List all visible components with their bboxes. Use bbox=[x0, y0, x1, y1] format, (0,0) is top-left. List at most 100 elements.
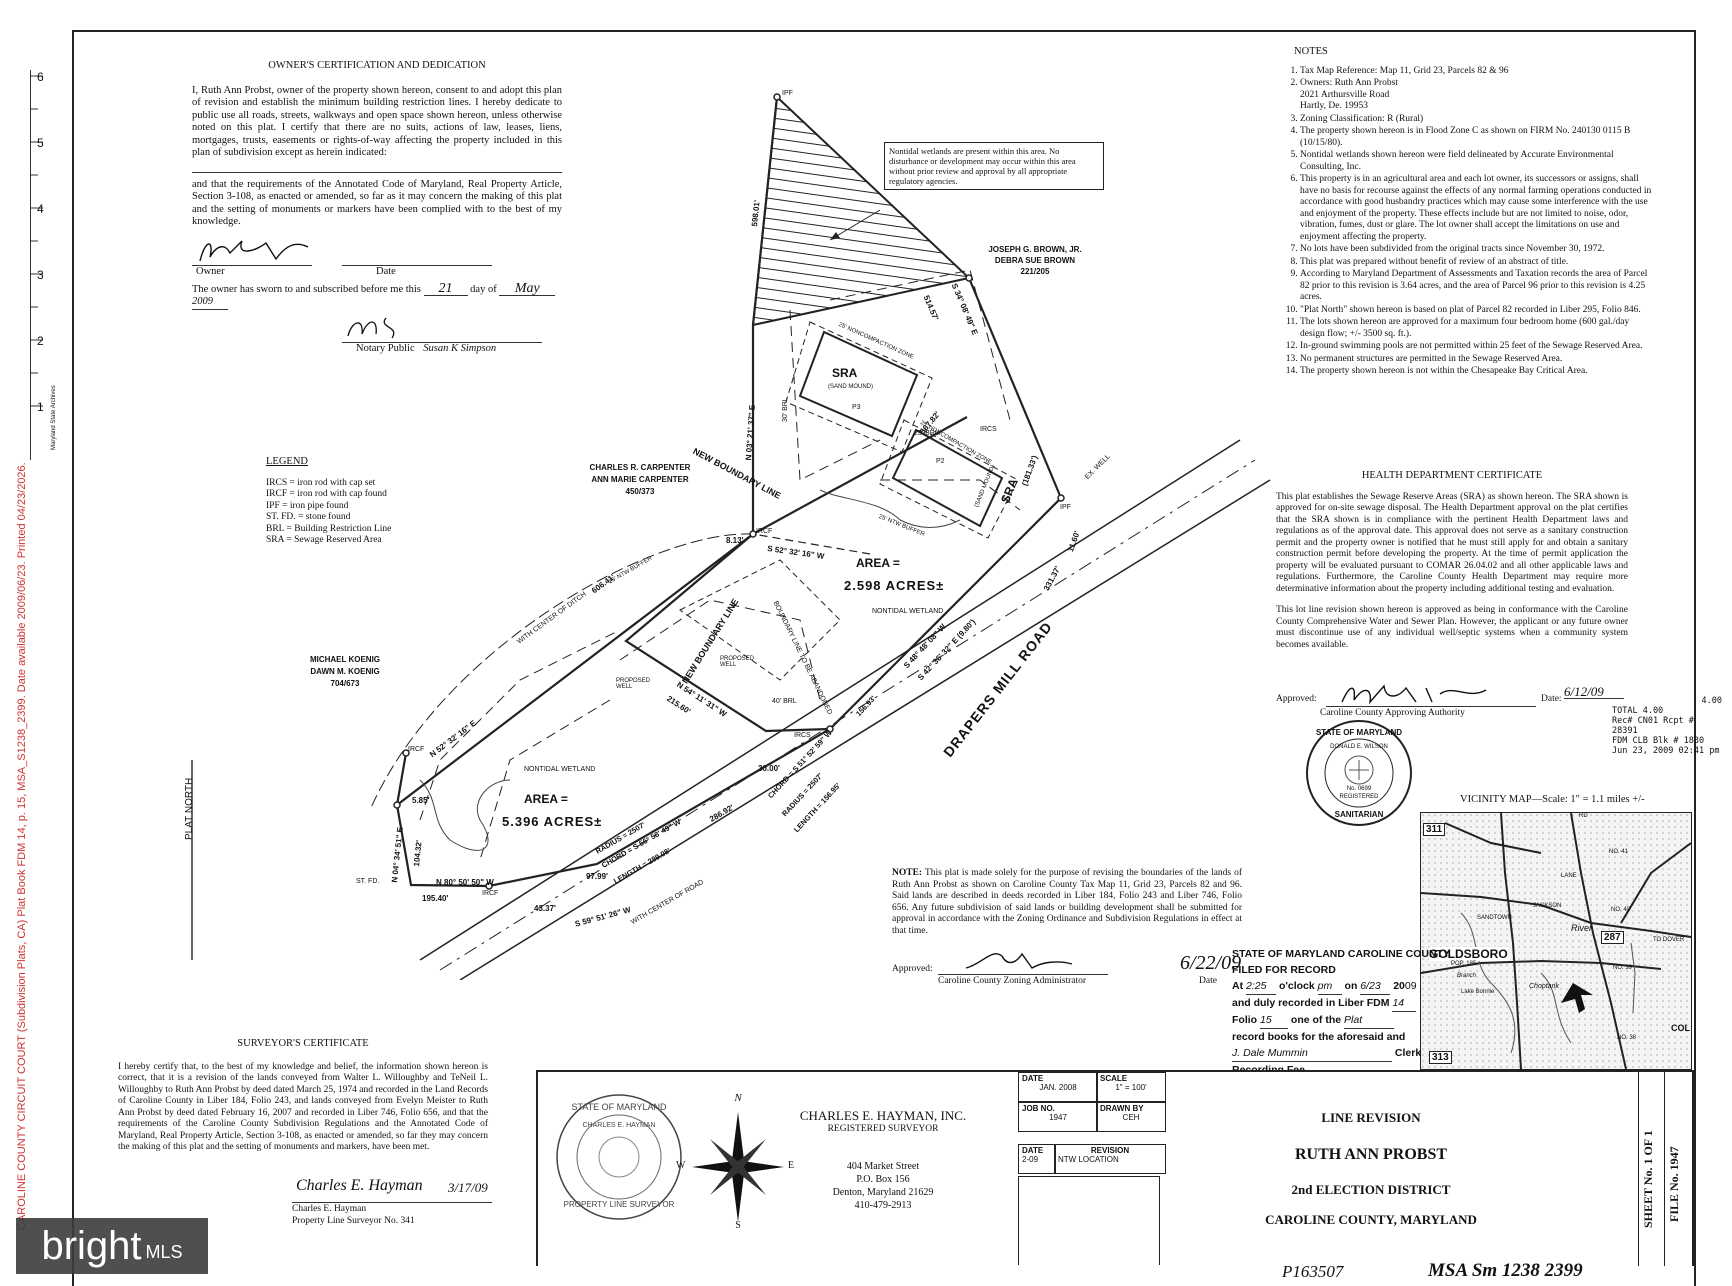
bearing: 8.13' bbox=[726, 536, 744, 545]
owner-cert-title: OWNER'S CERTIFICATION AND DEDICATION bbox=[268, 60, 486, 71]
compass-s: S bbox=[735, 1220, 741, 1231]
wetland-note: Nontidal wetlands are present within thi… bbox=[884, 142, 1104, 190]
legend-item: IPF = iron pipe found bbox=[266, 500, 349, 511]
ruler-mark: 4 bbox=[37, 202, 44, 216]
seal-mid: CHARLES E. HAYMAN bbox=[582, 1122, 656, 1129]
owner-line: ANN MARIE CARPENTER bbox=[591, 475, 689, 484]
rec-line2: FILED FOR RECORD bbox=[1232, 964, 1336, 976]
health-cert-title: HEALTH DEPARTMENT CERTIFICATE bbox=[1361, 470, 1543, 481]
surveyor-signature: Charles E. Hayman bbox=[296, 1177, 423, 1194]
note-item: In-ground swimming pools are not permitt… bbox=[1300, 341, 1653, 353]
receipt-stamp: 4.00 TOTAL 4.00 Rec# CN01 Rcpt # 28391 F… bbox=[1612, 696, 1722, 756]
map-pop: POP. 185 bbox=[1451, 961, 1477, 967]
surveyor-name: Charles E. Hayman bbox=[292, 1204, 367, 1214]
cell-value: NTW LOCATION bbox=[1058, 1155, 1119, 1164]
plat-label: P2 bbox=[936, 458, 945, 465]
rec-one-of: one of the bbox=[1290, 1014, 1342, 1026]
bottom-mark-left: P163507 bbox=[1282, 1262, 1344, 1281]
cell-header: DATE bbox=[1022, 1146, 1044, 1155]
map-label: JACKSON bbox=[1533, 903, 1562, 909]
cell-drawn: DRAWN BY CEH bbox=[1096, 1102, 1166, 1132]
receipt-line: 4.00 bbox=[1701, 696, 1722, 706]
cell-value: CEH bbox=[1122, 1113, 1140, 1122]
surveyor-license: Property Line Surveyor No. 341 bbox=[292, 1215, 415, 1226]
health-cert-para1: This plat establishes the Sewage Reserve… bbox=[1276, 491, 1628, 594]
plat-label: IPF bbox=[782, 90, 793, 97]
owner-ref: 704/673 bbox=[330, 679, 360, 688]
map-label: NO. 38 bbox=[1617, 1035, 1637, 1041]
note-item: The property shown hereon is not within … bbox=[1300, 366, 1653, 378]
map-label: NO. 39 bbox=[1613, 965, 1633, 971]
zoning-approver: Caroline County Zoning Administrator bbox=[938, 976, 1087, 986]
map-label: LANE bbox=[1561, 873, 1577, 879]
notes-title: NOTES bbox=[1294, 46, 1328, 57]
ruler-mark: 3 bbox=[37, 268, 44, 282]
rec-folio-no: 15 bbox=[1260, 1012, 1288, 1029]
sheet-frame bbox=[72, 30, 1696, 1286]
plat-label: ST. FD. bbox=[356, 878, 380, 885]
plat-note-label: NOTE: bbox=[892, 868, 923, 878]
cell-value: JAN. 2008 bbox=[1039, 1083, 1077, 1092]
cell-header: DRAWN BY bbox=[1100, 1104, 1144, 1113]
ruler-mark: 2 bbox=[37, 334, 44, 348]
firm-address: 404 Market Street bbox=[846, 1161, 920, 1172]
area1-value: 2.598 ACRES± bbox=[844, 578, 945, 593]
ruler-mark: 1 bbox=[37, 400, 44, 414]
bearing: 5.85' bbox=[412, 796, 430, 805]
plat-label: IRCS bbox=[794, 732, 811, 739]
sheet-number: SHEET No. 1 OF 1 bbox=[1641, 1130, 1655, 1228]
archive-ruler: 6 5 4 3 2 1 Maryland State Archives bbox=[30, 70, 57, 460]
owner-line: DAWN M. KOENIG bbox=[310, 667, 380, 676]
map-label: River bbox=[1571, 923, 1593, 933]
notary-name: Susan K Simpson bbox=[423, 342, 497, 354]
seal-reg: REGISTERED bbox=[1339, 794, 1379, 800]
sra-label: SRA bbox=[832, 366, 858, 380]
firm-address: P.O. Box 156 bbox=[856, 1174, 910, 1185]
owner-block-koenig: MICHAEL KOENIG DAWN M. KOENIG 704/673 bbox=[290, 654, 400, 690]
legend-item: ST. FD. = stone found bbox=[266, 512, 351, 522]
map-label: Branch bbox=[1457, 973, 1477, 979]
seal-no: No. 0699 bbox=[1346, 786, 1372, 792]
rec-folio: Folio bbox=[1232, 1014, 1258, 1026]
plat-label: PROPOSED WELL bbox=[616, 678, 651, 690]
sworn-day: 21 bbox=[423, 281, 468, 296]
health-certificate: HEALTH DEPARTMENT CERTIFICATE This plat … bbox=[1276, 470, 1628, 651]
note-item: Tax Map Reference: Map 11, Grid 23, Parc… bbox=[1300, 66, 1653, 78]
rec-oclock: o'clock bbox=[1278, 980, 1315, 992]
compass-rose: N S W E bbox=[676, 1092, 794, 1232]
health-signature bbox=[1341, 684, 1487, 705]
receipt-line: Rec# CN01 Rcpt # 28391 bbox=[1612, 716, 1694, 736]
firm-name: CHARLES E. HAYMAN, INC. bbox=[799, 1108, 967, 1123]
compass-n: N bbox=[734, 1092, 742, 1104]
seal-bottom: PROPERTY LINE SURVEYOR bbox=[563, 1200, 675, 1209]
rec-time: 2:25 bbox=[1246, 978, 1277, 995]
map-route-287: 287 bbox=[1601, 931, 1624, 944]
owner-cert-para1: I, Ruth Ann Probst, owner of the propert… bbox=[192, 84, 562, 159]
plat-label: (SAND MOUND) bbox=[828, 384, 873, 390]
receipt-line: TOTAL 4.00 bbox=[1612, 706, 1664, 716]
file-cell: FILE No. 1947 bbox=[1664, 1072, 1691, 1266]
bright-mls-watermark: bright MLS bbox=[16, 1218, 208, 1274]
plat-label: NONTIDAL WETLAND bbox=[872, 608, 944, 615]
note-item: No permanent structures are permitted in… bbox=[1300, 354, 1653, 366]
sworn-year: 2009 bbox=[192, 296, 228, 310]
rec-line4: and duly recorded in Liber FDM bbox=[1232, 997, 1390, 1009]
map-route-313: 313 bbox=[1429, 1051, 1452, 1064]
cell-blank bbox=[1018, 1176, 1160, 1265]
plat-label: IPF bbox=[1060, 504, 1071, 511]
vicinity-map: 311 287 313 GOLDSBORO POP. 185 NO. 41 NO… bbox=[1420, 812, 1692, 1070]
firm-address: Denton, Maryland 21629 bbox=[832, 1187, 934, 1198]
plat-label: NONTIDAL WETLAND bbox=[524, 766, 596, 773]
firm-block: CHARLES E. HAYMAN, INC. REGISTERED SURVE… bbox=[798, 1108, 968, 1212]
owner-block-carpenter: CHARLES R. CARPENTER ANN MARIE CARPENTER… bbox=[570, 462, 710, 498]
rec-at: At bbox=[1232, 980, 1244, 992]
legend-item: IRCF = iron rod with cap found bbox=[266, 489, 387, 499]
zoning-date-value: 6/22/09 bbox=[1180, 952, 1242, 974]
seal-name: DONALD E. WILSON bbox=[1330, 744, 1388, 750]
legend-title: LEGEND bbox=[266, 456, 308, 467]
plat-drawing: PLAT NORTH JOSEPH G. BROWN, JR. DEBRA SU… bbox=[180, 60, 1280, 980]
cell-header: REVISION bbox=[1090, 1146, 1130, 1155]
ruler-mark: 6 bbox=[37, 70, 44, 84]
legend: LEGEND IRCS = iron rod with cap set IRCF… bbox=[266, 456, 436, 547]
zoning-approval: Approved: Caroline County Zoning Adminis… bbox=[892, 952, 1222, 992]
